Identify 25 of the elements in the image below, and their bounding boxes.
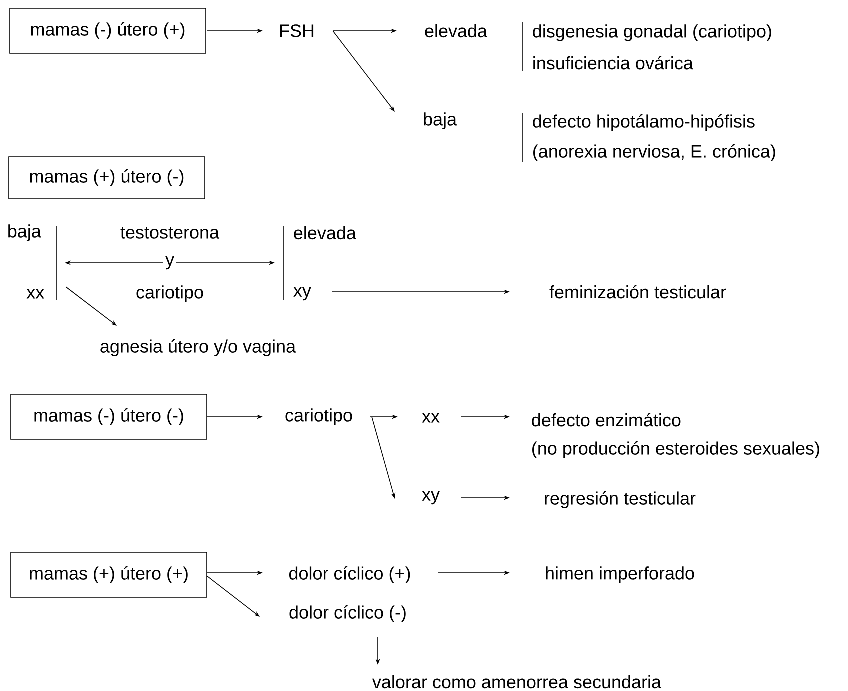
process-box: mamas (-) útero (-) xyxy=(10,394,208,440)
text-label: dolor cíclico (+) xyxy=(290,566,410,584)
text-label: himen imperforado xyxy=(546,566,694,584)
text-label: testosterona xyxy=(120,227,220,239)
text-label: baja xyxy=(424,112,457,130)
process-box: mamas (+) útero (+) xyxy=(10,552,208,598)
text-label: dolor cíclico (-) xyxy=(290,606,406,622)
text-label: regresión testicular xyxy=(545,492,696,508)
edge-label: y xyxy=(164,254,176,272)
text-label: agnesia útero y/o vagina xyxy=(100,340,296,356)
text-label: valorar como amenorrea secundaria xyxy=(372,675,662,689)
process-box: mamas (-) útero (+) xyxy=(10,8,206,54)
bracketed-note: disgenesia gonadal (cariotipo) insuficiencia ovárica xyxy=(522,22,772,72)
bracketed-note: defecto hipotálamo-hipófisis (anorexia nerviosa, E. crónica) xyxy=(522,112,776,162)
text-label: cariotipo xyxy=(286,408,352,426)
text-label: defecto enzimático (no producción esteroides sexuales) xyxy=(532,413,820,458)
text-label: feminización testicular xyxy=(550,285,726,299)
bar-label-group: baja xx xyxy=(8,224,58,300)
text-label: cariotipo xyxy=(136,286,204,302)
text-label: xy xyxy=(422,491,440,505)
process-box: mamas (+) útero (-) xyxy=(8,156,206,200)
text-label: xx xyxy=(422,413,440,423)
text-label: elevada xyxy=(425,24,488,38)
text-label: FSH xyxy=(280,24,314,38)
bar-label-group: elevada xy xyxy=(284,226,356,301)
